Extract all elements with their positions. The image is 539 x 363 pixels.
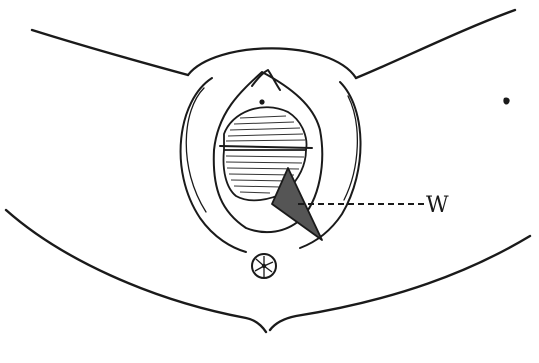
callout-label-w: W — [426, 193, 449, 218]
upper-hatching — [226, 116, 305, 141]
lower-left-buttock — [6, 210, 266, 332]
divider-line — [220, 146, 312, 148]
upper-arch — [188, 48, 356, 78]
upper-right-contour — [356, 10, 515, 78]
lower-right-buttock — [270, 236, 530, 330]
skin-mark — [503, 97, 509, 104]
clitoris-dot — [259, 99, 264, 104]
upper-left-contour — [32, 30, 188, 75]
anus-icon — [252, 254, 276, 278]
